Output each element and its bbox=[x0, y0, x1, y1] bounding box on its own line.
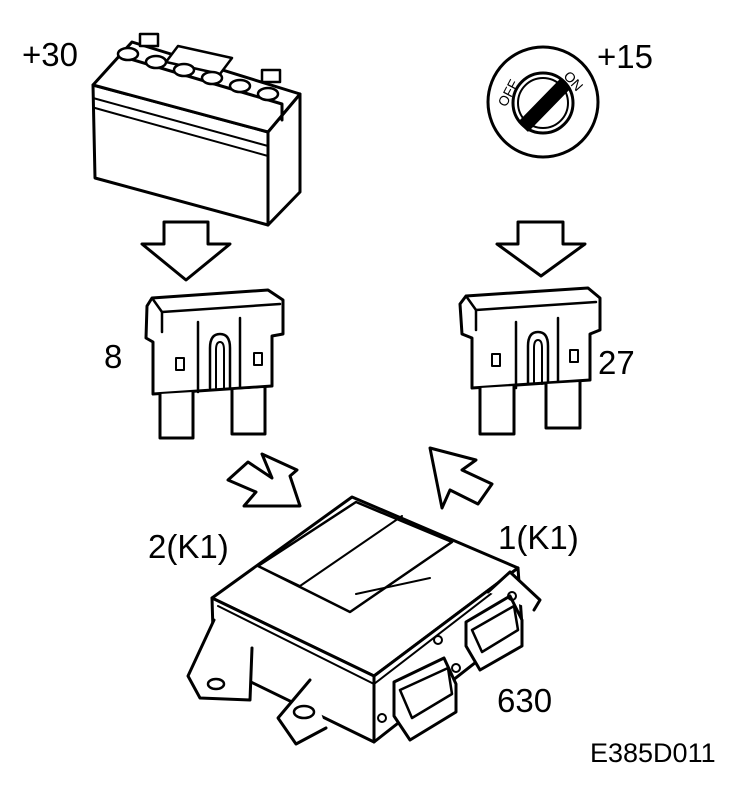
control-module-icon bbox=[186, 495, 542, 746]
fuse-8-icon bbox=[144, 288, 285, 440]
fuse-27-icon bbox=[458, 286, 602, 436]
figure-code: E385D011 bbox=[590, 738, 716, 768]
battery-terminal-label: +30 bbox=[22, 36, 78, 73]
fuse-left-label: 8 bbox=[104, 338, 123, 375]
module-label: 630 bbox=[497, 682, 553, 719]
arrow-down-right-icon bbox=[495, 220, 587, 278]
arrow-diagonal-right-icon bbox=[428, 446, 494, 510]
fuse-right-label: 27 bbox=[598, 344, 635, 381]
ignition-terminal-label: +15 bbox=[597, 38, 653, 75]
arrow-diagonal-left-icon bbox=[226, 452, 302, 508]
battery-icon bbox=[91, 32, 302, 227]
arrow-down-left-icon bbox=[140, 220, 232, 282]
pin-left-label: 2(K1) bbox=[148, 528, 229, 565]
pin-right-label: 1(K1) bbox=[498, 519, 579, 556]
ignition-switch-icon bbox=[486, 45, 600, 159]
